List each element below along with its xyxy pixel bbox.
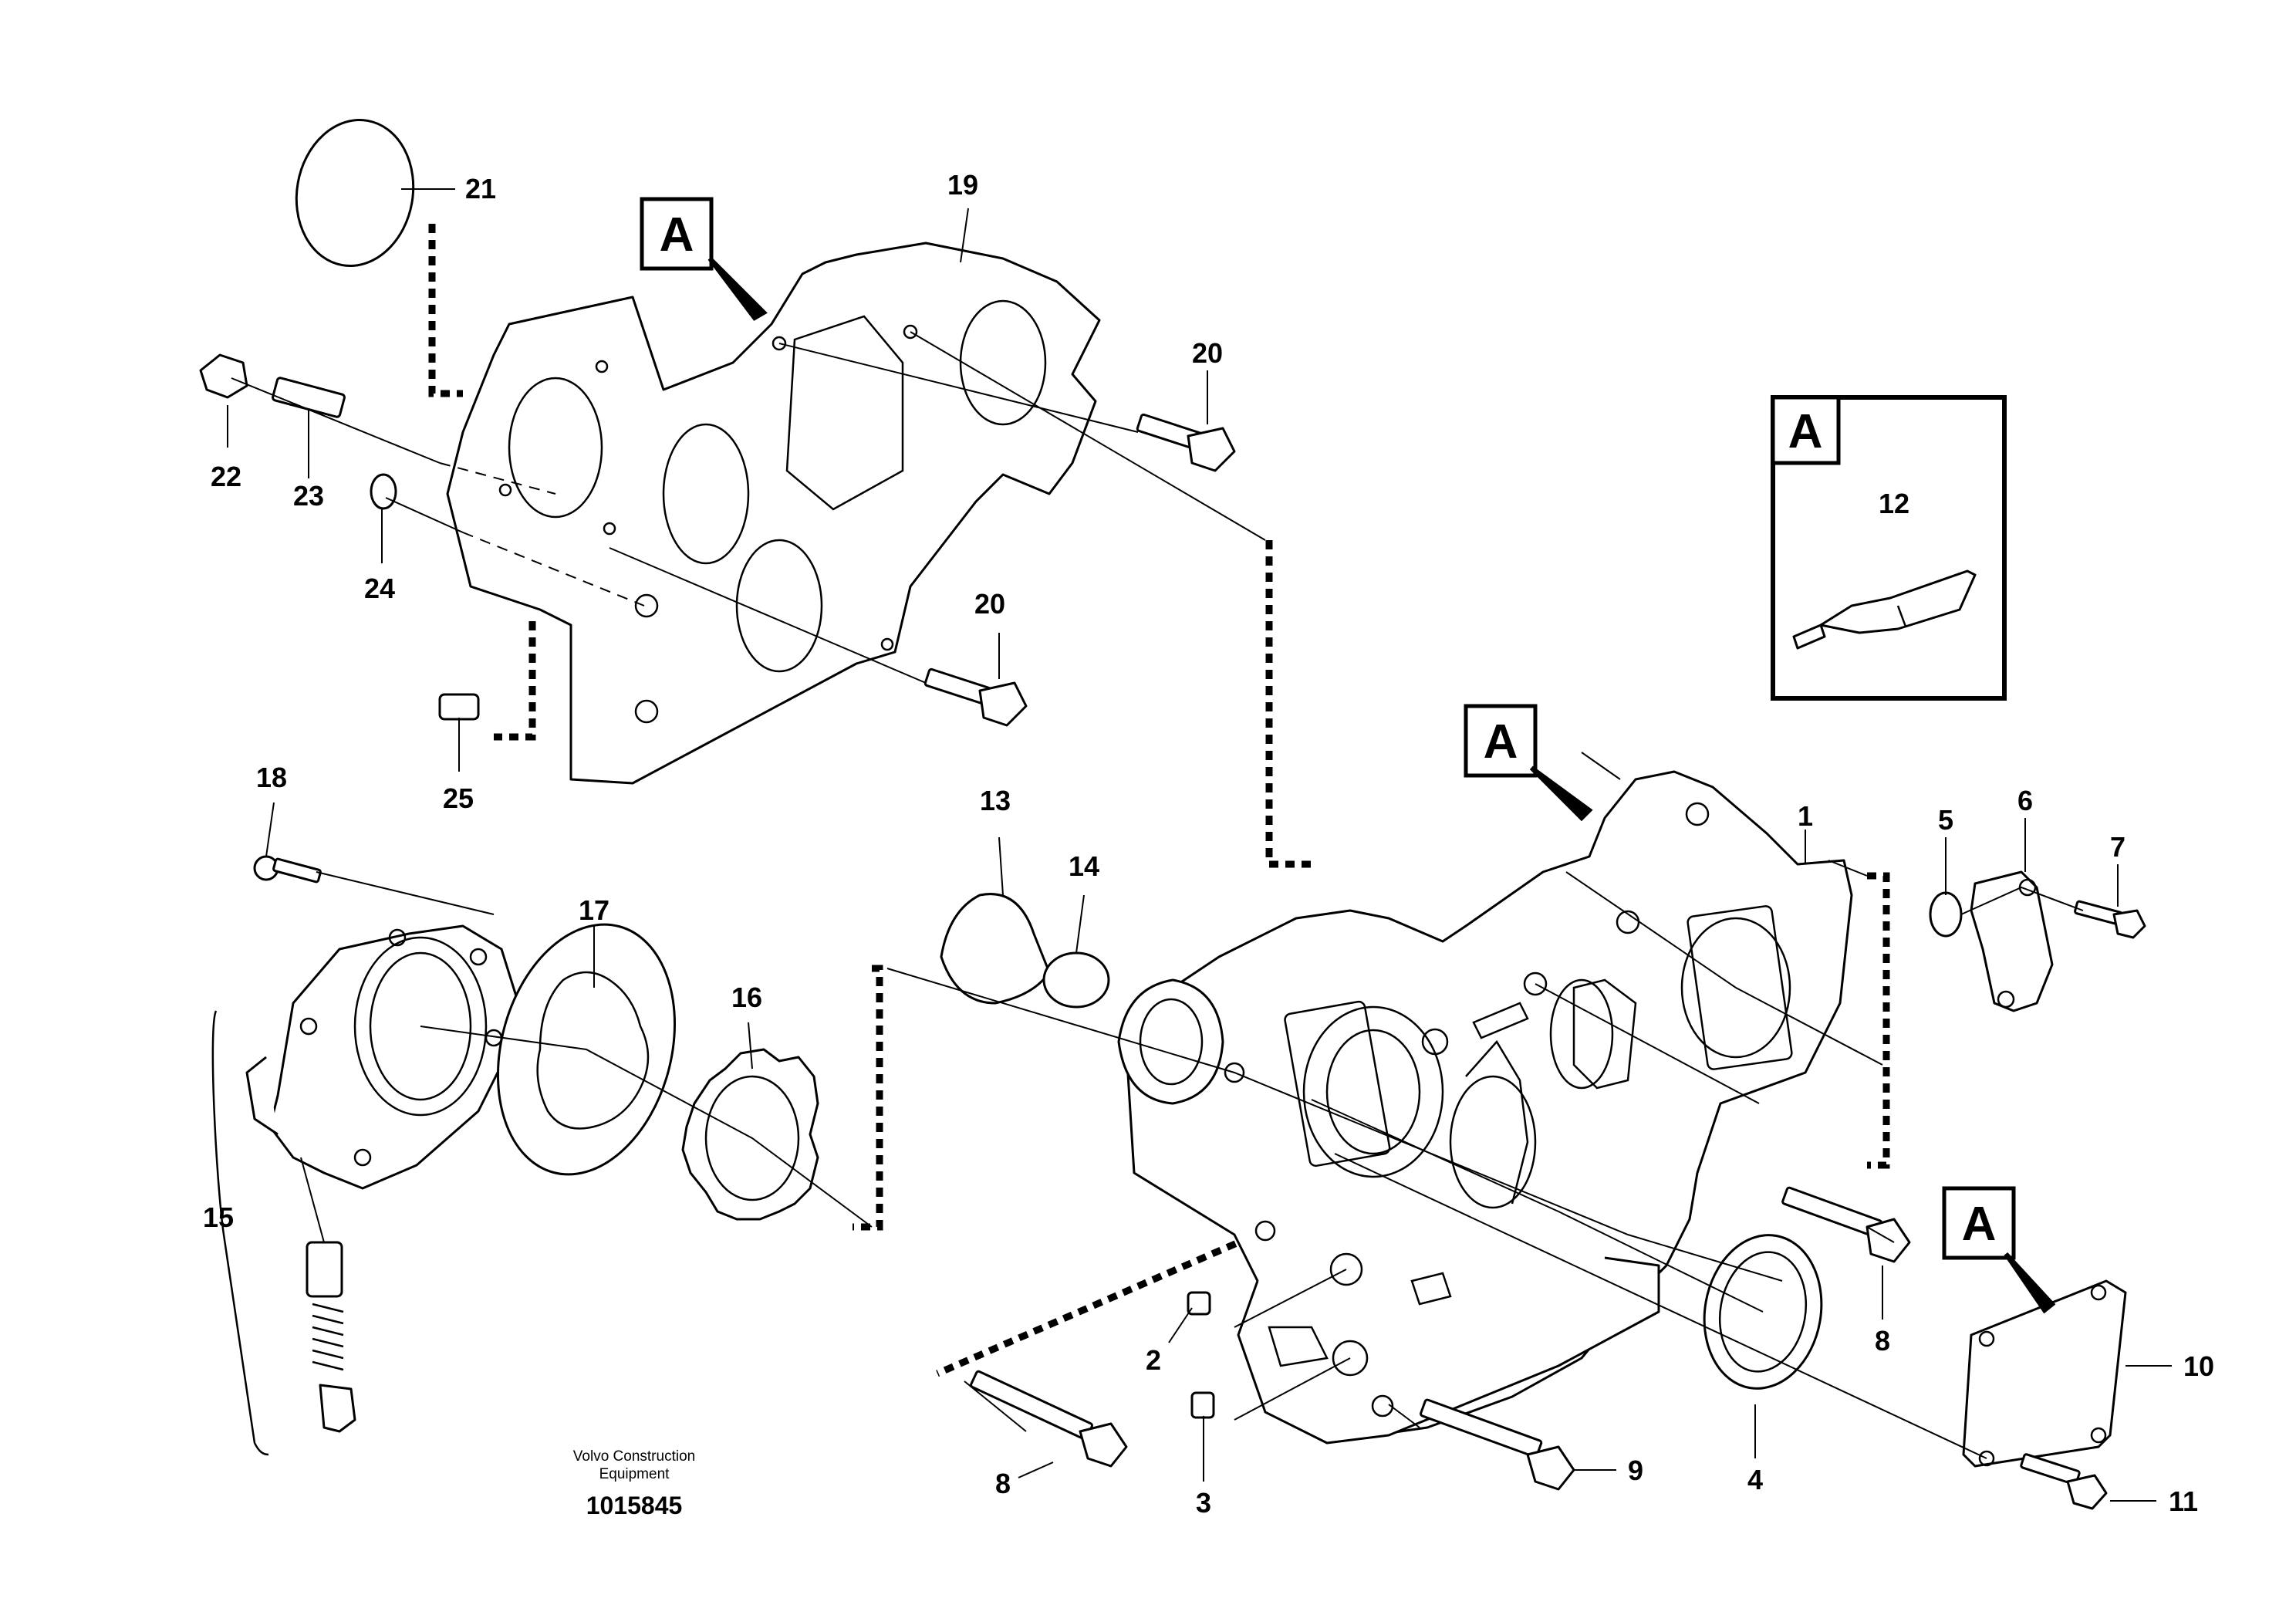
sealant-tube-icon [1792,569,1977,650]
bolts-20 [923,413,1236,727]
oil-pump-housing [245,924,522,1190]
callout-24: 24 [364,573,395,604]
caption-line-1: Volvo Construction [573,1448,695,1465]
callout-13: 13 [980,785,1011,816]
callout-5: 5 [1938,804,1953,836]
caption-line-2: Equipment [599,1466,670,1482]
timing-plate-gasket [446,242,1101,785]
callout-1: 1 [1798,800,1813,832]
cover-plate-10 [1962,1279,2127,1510]
callout-20-upper: 20 [1192,337,1223,369]
bolt-18 [253,855,322,884]
callout-14: 14 [1069,850,1099,882]
document-number: 1015845 [586,1492,683,1519]
callout-20-lower: 20 [974,588,1005,620]
sealant-legend-box: A [1771,395,2007,701]
callout-2: 2 [1146,1344,1161,1376]
callout-25: 25 [443,782,474,814]
marker-a-label: A [1788,405,1823,458]
callout-10: 10 [2183,1350,2214,1382]
callout-9: 9 [1628,1455,1643,1486]
callout-4: 4 [1747,1464,1763,1495]
callout-21: 21 [465,173,496,204]
leader-lines [227,188,2172,1502]
marker-a-label: A [1484,715,1518,769]
callout-6: 6 [2017,785,2033,816]
callout-17: 17 [579,894,609,926]
marker-a-1: A [640,197,768,321]
callout-23: 23 [293,480,324,512]
callout-labels: 1 2 3 4 5 6 7 8 8 9 10 11 12 13 14 15 16… [203,169,2214,1519]
bolt-8-right [1781,1186,1911,1263]
assembly-thin-lines [231,331,2084,1459]
callout-8-right: 8 [1875,1325,1890,1357]
timing-cover-housing [1125,770,1853,1445]
stud-nut-washer [199,353,480,721]
marker-a-label: A [660,208,694,262]
bolt-9 [1420,1398,1575,1491]
cover-plate-6 [1929,870,2146,1012]
cover-disc [295,119,415,267]
callout-12: 12 [1879,488,1909,519]
filler-cap [940,893,1224,1105]
marker-a-label: A [1962,1198,1997,1251]
callout-18: 18 [256,762,287,793]
drain-plugs [1187,1291,1215,1419]
callout-16: 16 [731,982,762,1013]
relief-valve-parts [211,1010,356,1456]
callout-7: 7 [2110,831,2125,863]
inner-rotor [681,1048,819,1221]
callout-15: 15 [203,1201,234,1233]
callout-3: 3 [1196,1487,1211,1519]
marker-a-2: A [1464,704,1593,822]
publisher-caption: Volvo Construction Equipment 1015845 [573,1448,695,1519]
bolt-8-left [970,1370,1128,1468]
callout-11: 11 [2169,1485,2198,1517]
marker-a-3: A [1942,1186,2056,1314]
callout-22: 22 [211,461,241,492]
callout-19: 19 [947,169,978,201]
callout-8-left: 8 [995,1468,1011,1499]
